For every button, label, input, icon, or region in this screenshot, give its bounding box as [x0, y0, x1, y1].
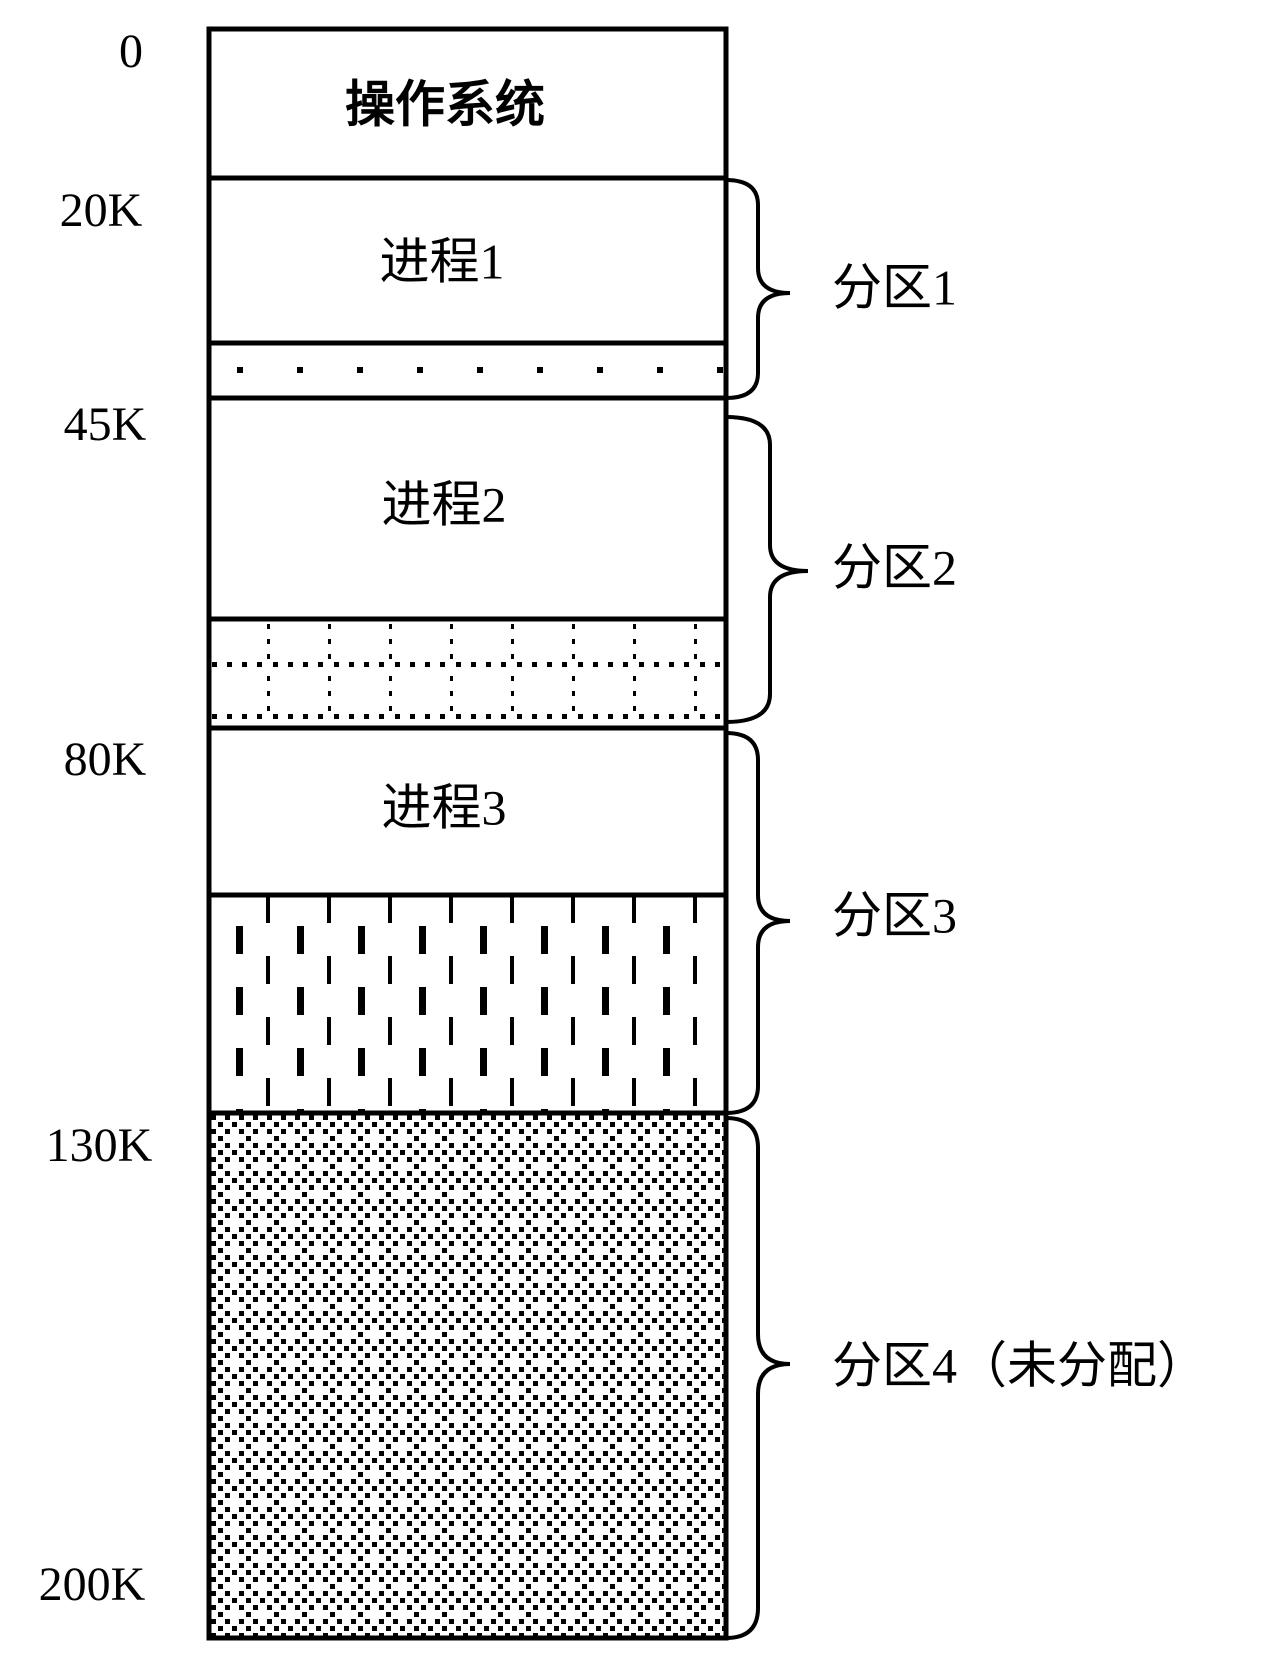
- partition2-label: 分区2: [832, 539, 957, 595]
- address-label-80k: 80K: [64, 733, 147, 786]
- process1-label: 进程1: [380, 233, 505, 289]
- partition3-free-space: [209, 895, 726, 1113]
- os-block-label: 操作系统: [345, 76, 545, 132]
- brace-partition4: [725, 1116, 791, 1640]
- partition3-label: 分区3: [832, 887, 957, 943]
- address-label-45k: 45K: [64, 398, 147, 451]
- address-label-0: 0: [119, 25, 143, 78]
- partition1-label: 分区1: [832, 259, 957, 315]
- brace-partition3: [725, 731, 791, 1115]
- brace-partition1: [725, 178, 791, 400]
- partition2-free-space: [209, 619, 726, 728]
- partition4-label: 分区4（未分配）: [832, 1337, 1207, 1393]
- braces: [725, 178, 809, 1640]
- partition4-unallocated: [209, 1113, 726, 1638]
- process3-label: 进程3: [382, 779, 507, 835]
- address-label-130k: 130K: [46, 1119, 153, 1172]
- partition1-free-space: [209, 343, 726, 398]
- address-label-200k: 200K: [39, 1558, 146, 1611]
- brace-partition2: [725, 415, 809, 724]
- memory-column: [206, 26, 729, 1641]
- process2-label: 进程2: [382, 476, 507, 532]
- address-label-20k: 20K: [60, 184, 143, 237]
